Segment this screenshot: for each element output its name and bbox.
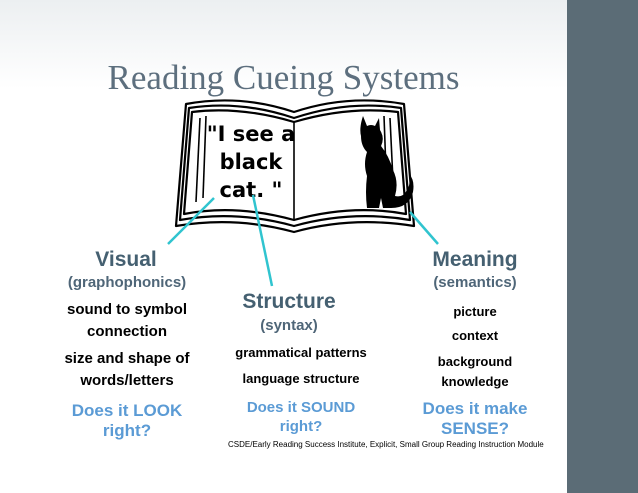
- structure-item-grammatical: grammatical patterns: [235, 345, 367, 360]
- slide-background: [0, 0, 567, 493]
- text-line: knowledge: [441, 374, 509, 389]
- text-line: size and shape of: [64, 350, 190, 367]
- text-line: background: [437, 354, 513, 369]
- source-credit: CSDE/Early Reading Success Institute, Ex…: [228, 440, 544, 449]
- structure-item-language: language structure: [242, 371, 360, 386]
- text-line: Does it LOOK: [71, 401, 183, 420]
- connector-lines: [167, 194, 439, 287]
- text-line: words/letters: [80, 372, 174, 389]
- meaning-heading: Meaning: [432, 248, 518, 271]
- structure-connector: [251, 194, 274, 287]
- text-line: connection: [86, 323, 167, 340]
- text-line: sound to symbol: [67, 301, 187, 318]
- quote-line: "I see a: [206, 122, 296, 146]
- open-book-icon: [174, 99, 416, 234]
- right-sidebar-bar: [567, 0, 638, 493]
- meaning-item-context: context: [451, 328, 499, 343]
- structure-subheading: (syntax): [260, 317, 318, 334]
- visual-question: Does it LOOK right?: [44, 401, 210, 441]
- visual-item-sound-symbol: sound to symbol connection: [44, 299, 210, 343]
- text-line: SENSE?: [440, 419, 510, 438]
- meaning-item-picture: picture: [453, 304, 497, 319]
- structure-heading: Structure: [242, 290, 336, 313]
- visual-connector: [167, 197, 215, 245]
- text-line: right?: [279, 418, 323, 435]
- slide-title: Reading Cueing Systems: [107, 58, 460, 97]
- meaning-item-background: background knowledge: [402, 352, 548, 392]
- text-line: right?: [102, 421, 152, 440]
- meaning-connector: [409, 211, 439, 245]
- meaning-question: Does it make SENSE?: [402, 399, 548, 439]
- text-line: Does it SOUND: [246, 399, 356, 416]
- structure-question: Does it SOUND right?: [212, 398, 390, 436]
- quote-line: cat. ": [219, 178, 283, 202]
- text-line: Does it make: [422, 399, 528, 418]
- book-quote: "I see a black cat. ": [198, 120, 304, 204]
- visual-heading: Visual: [95, 248, 157, 271]
- visual-item-size-shape: size and shape of words/letters: [44, 348, 210, 392]
- meaning-subheading: (semantics): [433, 274, 517, 291]
- black-cat-icon: [360, 116, 414, 208]
- visual-subheading: (graphophonics): [67, 274, 187, 291]
- quote-line: black: [219, 150, 283, 174]
